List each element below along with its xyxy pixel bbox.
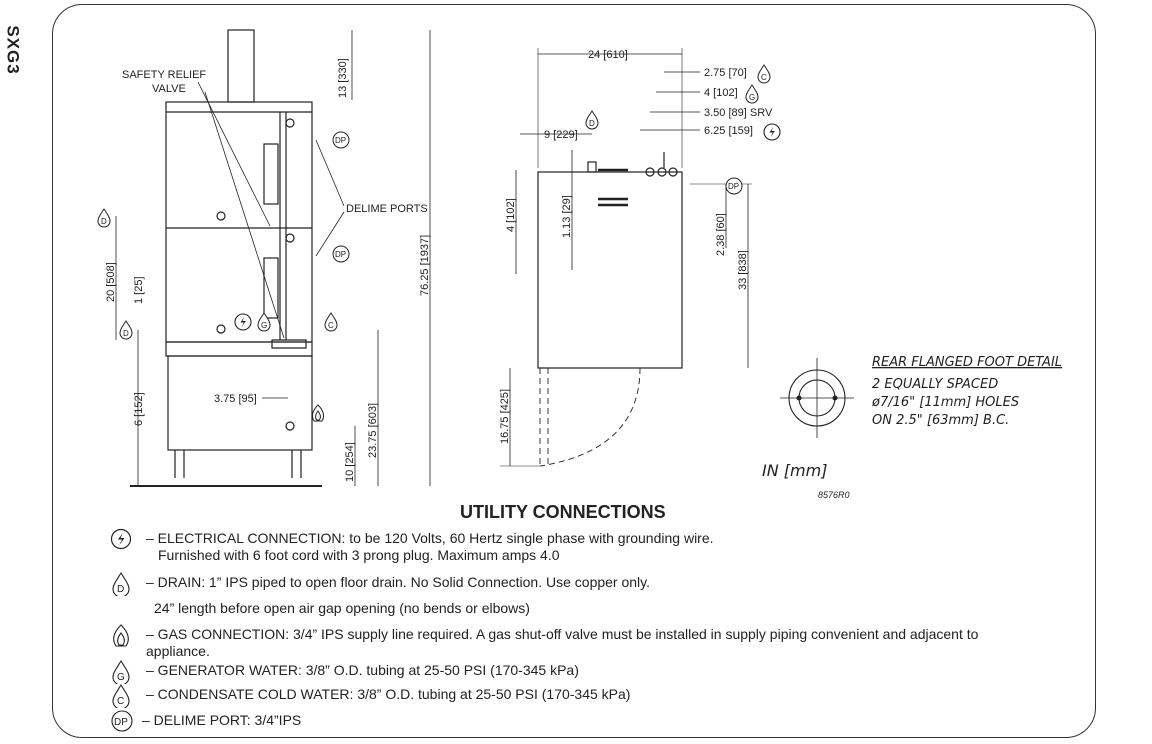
svg-text:C: C: [117, 696, 124, 707]
svg-text:C: C: [328, 321, 334, 330]
svg-text:2 EQUALLY SPACED: 2 EQUALLY SPACED: [872, 377, 998, 392]
drain-symbol-icon: D: [585, 110, 599, 130]
svg-text:9 [229]: 9 [229]: [544, 129, 578, 141]
svg-text:REAR FLANGED FOOT DETAIL: REAR FLANGED FOOT DETAIL: [872, 355, 1062, 370]
front-view: [115, 29, 431, 487]
svg-text:24 [610]: 24 [610]: [588, 49, 628, 61]
gas-icon: [113, 624, 129, 647]
svg-text:4 [102]: 4 [102]: [704, 87, 738, 99]
generator-symbol-icon: G: [745, 84, 759, 104]
svg-text:76.25 [1937]: 76.25 [1937]: [419, 235, 431, 296]
side-dimensions: 24 [610] 2.75 [70] 4 [102] 3.50 [89] SRV…: [499, 49, 773, 444]
drain-symbol-icon: D: [97, 208, 111, 228]
svg-text:D: D: [117, 584, 124, 595]
foot-detail-figure: [780, 358, 854, 438]
svg-text:G: G: [749, 93, 755, 102]
svg-text:2.38 [60]: 2.38 [60]: [715, 213, 727, 256]
svg-text:DELIME PORTS: DELIME PORTS: [346, 203, 428, 215]
generator-icon: G: [112, 660, 130, 684]
foot-detail-notes: REAR FLANGED FOOT DETAIL 2 EQUALLY SPACE…: [762, 355, 1062, 500]
svg-text:D: D: [101, 217, 107, 226]
svg-text:VALVE: VALVE: [152, 83, 186, 95]
svg-text:ON 2.5" [63mm] B.C.: ON 2.5" [63mm] B.C.: [872, 413, 1009, 428]
svg-text:D: D: [123, 329, 129, 338]
svg-text:23.75 [603]: 23.75 [603]: [367, 403, 379, 458]
svg-text:6 [152]: 6 [152]: [133, 392, 145, 426]
svg-text:1.13 [29]: 1.13 [29]: [561, 195, 573, 238]
sheet-frame: [52, 4, 1096, 738]
delime-port-symbol-icon: DP: [332, 245, 350, 263]
svg-text:SAFETY RELIEF: SAFETY RELIEF: [122, 69, 206, 81]
delime-port-symbol-icon: DP: [725, 177, 743, 195]
svg-text:C: C: [761, 73, 767, 82]
svg-text:33 [838]: 33 [838]: [737, 250, 749, 290]
gas-symbol-icon: [311, 404, 325, 422]
condensate-symbol-icon: C: [324, 312, 338, 332]
side-view: [500, 48, 752, 467]
drain-symbol-icon: D: [119, 320, 133, 340]
svg-text:13 [330]: 13 [330]: [337, 58, 349, 98]
svg-text:G: G: [261, 321, 267, 330]
delime-port-icon: DP: [111, 710, 133, 732]
svg-text:DP: DP: [335, 250, 346, 259]
svg-text:IN [mm]: IN [mm]: [762, 461, 827, 480]
svg-text:6.25 [159]: 6.25 [159]: [704, 125, 753, 137]
electrical-symbol-icon: [763, 123, 781, 141]
electrical-symbol-icon: [234, 313, 252, 331]
svg-text:ø7/16" [11mm] HOLES: ø7/16" [11mm] HOLES: [871, 395, 1019, 410]
condensate-icon: C: [112, 684, 130, 708]
drawing-symbols: D D D G G C C: [97, 64, 781, 422]
svg-text:8576R0: 8576R0: [818, 490, 850, 500]
svg-text:DP: DP: [728, 182, 739, 191]
svg-text:1 [25]: 1 [25]: [133, 276, 145, 304]
utility-title: UTILITY CONNECTIONS: [460, 502, 666, 522]
svg-text:D: D: [589, 119, 595, 128]
svg-text:DP: DP: [114, 717, 128, 728]
condensate-symbol-icon: C: [757, 64, 771, 84]
generator-symbol-icon: G: [257, 312, 271, 332]
svg-text:20 [508]: 20 [508]: [105, 262, 117, 302]
drain-icon: D: [112, 572, 130, 596]
svg-text:2.75 [70]: 2.75 [70]: [704, 67, 747, 79]
svg-text:10 [254]: 10 [254]: [344, 442, 356, 482]
electrical-icon: [110, 528, 132, 550]
svg-text:G: G: [117, 672, 125, 683]
svg-text:16.75 [425]: 16.75 [425]: [499, 389, 511, 444]
front-dimensions: SAFETY RELIEF VALVE DELIME PORTS 13 [330…: [105, 58, 431, 482]
svg-text:4 [102]: 4 [102]: [505, 198, 517, 232]
svg-text:3.50 [89] SRV: 3.50 [89] SRV: [704, 107, 773, 119]
svg-text:3.75 [95]: 3.75 [95]: [214, 393, 257, 405]
svg-text:DP: DP: [335, 136, 346, 145]
delime-port-symbol-icon: DP: [332, 131, 350, 149]
